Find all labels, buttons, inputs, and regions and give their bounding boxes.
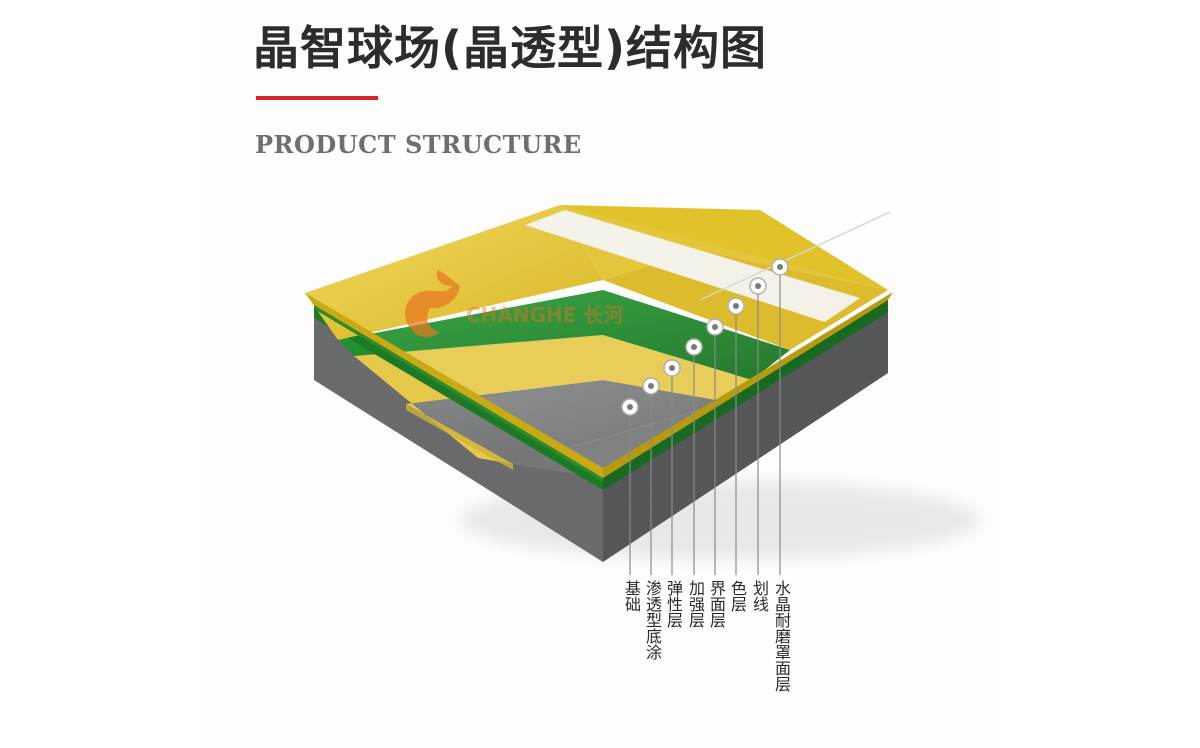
page-subtitle: PRODUCT STRUCTURE bbox=[255, 130, 582, 159]
concrete-right-face bbox=[603, 300, 888, 562]
court-line-stripe bbox=[525, 210, 860, 322]
brand-dragon-icon bbox=[405, 270, 460, 338]
callout-leaders bbox=[629, 267, 781, 575]
page-title: 晶智球场(晶透型)结构图 bbox=[253, 21, 768, 75]
layer-label-base: 基础 bbox=[622, 580, 641, 612]
layer-label-color: 色层 bbox=[728, 580, 747, 612]
layer-label-line: 划线 bbox=[750, 580, 769, 612]
brand-watermark: CHANGHE 长河 bbox=[405, 270, 623, 338]
yellow-right-edge bbox=[603, 292, 893, 478]
title-accent-bar bbox=[256, 96, 378, 100]
color-layer-right bbox=[603, 250, 888, 350]
interface-green-line bbox=[314, 305, 603, 482]
marker-2 bbox=[642, 377, 660, 395]
layer-label-primer: 渗透型底涂 bbox=[643, 580, 662, 660]
marker-8 bbox=[771, 258, 789, 276]
brand-name: CHANGHE 长河 bbox=[466, 303, 623, 327]
color-layer-back bbox=[560, 205, 888, 290]
yellow-front-edge bbox=[305, 293, 603, 478]
layer-label-interface: 界面层 bbox=[707, 580, 726, 628]
color-layer-left bbox=[305, 205, 603, 340]
elastic-green-layer bbox=[338, 290, 790, 380]
marker-1 bbox=[621, 398, 639, 416]
callout-markers bbox=[621, 258, 789, 416]
marker-6 bbox=[727, 297, 745, 315]
marker-7 bbox=[749, 277, 767, 295]
marker-4 bbox=[685, 338, 703, 356]
layer-label-elastic: 弹性层 bbox=[664, 580, 683, 628]
marker-3 bbox=[663, 359, 681, 377]
concrete-base-top bbox=[513, 300, 888, 478]
layer-label-reinforce: 加强层 bbox=[686, 580, 705, 628]
layer-label-crystal-coat: 水晶耐磨罩面层 bbox=[772, 580, 791, 692]
crystal-coat-gloss bbox=[305, 205, 893, 468]
marker-5 bbox=[706, 318, 724, 336]
green-right-side bbox=[603, 300, 888, 490]
coat-highlight-line bbox=[699, 211, 891, 301]
primer-edge bbox=[406, 404, 513, 470]
